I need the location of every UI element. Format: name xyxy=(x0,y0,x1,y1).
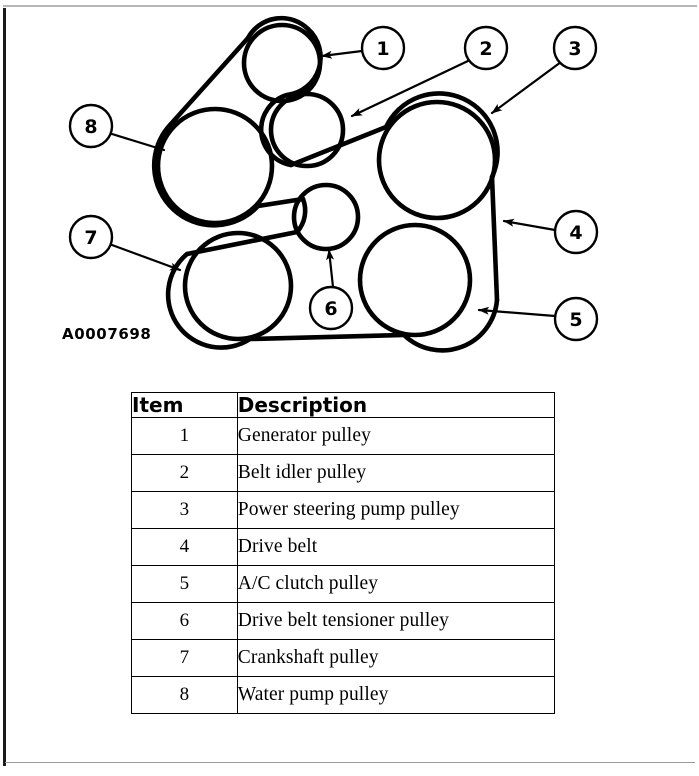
cell-item-description: Drive belt xyxy=(236,528,556,566)
table-row: 4 Drive belt xyxy=(131,528,556,566)
callout-8: 8 xyxy=(68,103,114,149)
page-frame-top xyxy=(3,5,697,7)
column-header-item: Item xyxy=(131,392,238,418)
callout-3: 3 xyxy=(552,25,598,71)
svg-text:4: 4 xyxy=(569,222,582,244)
svg-text:6: 6 xyxy=(324,298,337,320)
leader-line-7 xyxy=(110,243,182,272)
cell-item-number: 5 xyxy=(131,565,238,603)
tensioner-pulley xyxy=(291,182,361,252)
cell-item-description: Power steering pump pulley xyxy=(236,491,556,529)
callout-7: 7 xyxy=(68,214,114,260)
column-header-description: Description xyxy=(236,392,556,418)
leader-line-8 xyxy=(110,132,166,152)
legend-table: Item Description 1 Generator pulley 2 Be… xyxy=(131,392,556,714)
table-row: 7 Crankshaft pulley xyxy=(131,639,556,677)
ac-clutch-pulley xyxy=(357,222,473,338)
svg-text:8: 8 xyxy=(84,116,97,138)
table-row: 5 A/C clutch pulley xyxy=(131,565,556,603)
cell-item-description: Crankshaft pulley xyxy=(236,639,556,677)
leader-line-5 xyxy=(477,306,557,318)
cell-item-description: Belt idler pulley xyxy=(236,454,556,492)
svg-text:1: 1 xyxy=(376,38,389,60)
cell-item-number: 8 xyxy=(131,676,238,714)
cell-item-number: 4 xyxy=(131,528,238,566)
power-steering-pulley xyxy=(376,99,498,221)
diagram-reference-code: A0007698 xyxy=(62,325,152,343)
callout-6: 6 xyxy=(308,285,354,331)
svg-text:2: 2 xyxy=(479,38,492,60)
leader-line-4 xyxy=(502,218,557,232)
table-row: 1 Generator pulley xyxy=(131,417,556,455)
water-pump-pulley xyxy=(155,106,275,226)
belt-idler-pulley xyxy=(268,91,346,169)
cell-item-description: Drive belt tensioner pulley xyxy=(236,602,556,640)
svg-text:7: 7 xyxy=(84,227,97,249)
crankshaft-pulley xyxy=(182,230,294,342)
cell-item-number: 1 xyxy=(131,417,238,455)
leader-line-1 xyxy=(320,49,364,59)
callout-4: 4 xyxy=(553,209,599,255)
leader-line-2 xyxy=(350,58,472,118)
callout-1: 1 xyxy=(360,25,406,71)
callout-5: 5 xyxy=(553,296,599,342)
cell-item-number: 7 xyxy=(131,639,238,677)
leader-line-6 xyxy=(326,248,335,289)
page-frame-left xyxy=(3,8,6,766)
cell-item-description: Water pump pulley xyxy=(236,676,556,714)
callout-2: 2 xyxy=(463,25,509,71)
cell-item-description: Generator pulley xyxy=(236,417,556,455)
table-row: 8 Water pump pulley xyxy=(131,676,556,714)
cell-item-number: 3 xyxy=(131,491,238,529)
belt-routing-diagram: 1 2 3 4 5 xyxy=(0,0,699,370)
table-row: 6 Drive belt tensioner pulley xyxy=(131,602,556,640)
page-footer-rule xyxy=(5,762,695,763)
table-row: 3 Power steering pump pulley xyxy=(131,491,556,529)
generator-pulley xyxy=(241,22,323,104)
table-header-row: Item Description xyxy=(131,392,556,418)
svg-text:5: 5 xyxy=(569,309,582,331)
cell-item-number: 6 xyxy=(131,602,238,640)
cell-item-number: 2 xyxy=(131,454,238,492)
table-row: 2 Belt idler pulley xyxy=(131,454,556,492)
svg-text:3: 3 xyxy=(568,38,581,60)
leader-line-3 xyxy=(490,60,563,115)
cell-item-description: A/C clutch pulley xyxy=(236,565,556,603)
